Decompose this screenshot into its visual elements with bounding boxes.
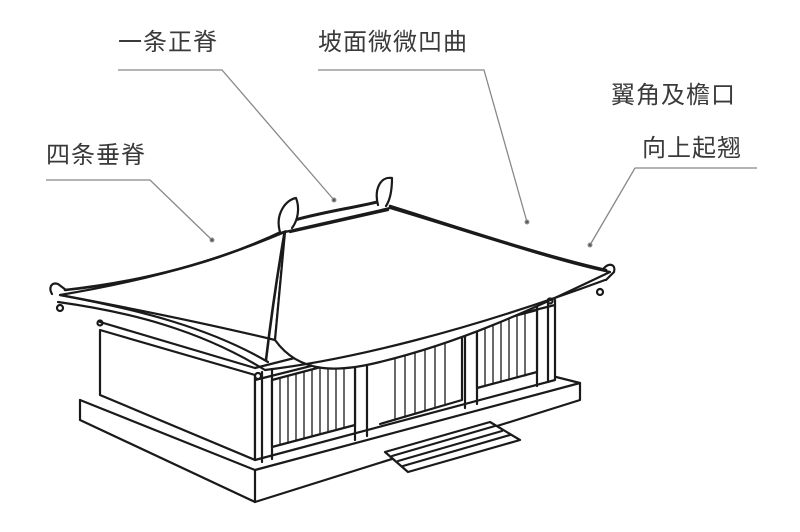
leader-main-ridge bbox=[118, 69, 335, 201]
label-corner-line1: 翼角及檐口 bbox=[611, 81, 736, 109]
front-steps bbox=[383, 420, 522, 474]
label-hip-ridges: 四条垂脊 bbox=[46, 141, 146, 169]
front-facade bbox=[98, 290, 557, 464]
label-corner-line2: 向上起翘 bbox=[642, 134, 742, 162]
leader-slope bbox=[318, 69, 528, 223]
leader-hip-ridges bbox=[46, 179, 213, 241]
label-slope: 坡面微微凹曲 bbox=[318, 28, 468, 56]
label-main-ridge: 一条正脊 bbox=[118, 28, 218, 56]
roof bbox=[49, 176, 616, 381]
leader-corner bbox=[589, 167, 757, 246]
